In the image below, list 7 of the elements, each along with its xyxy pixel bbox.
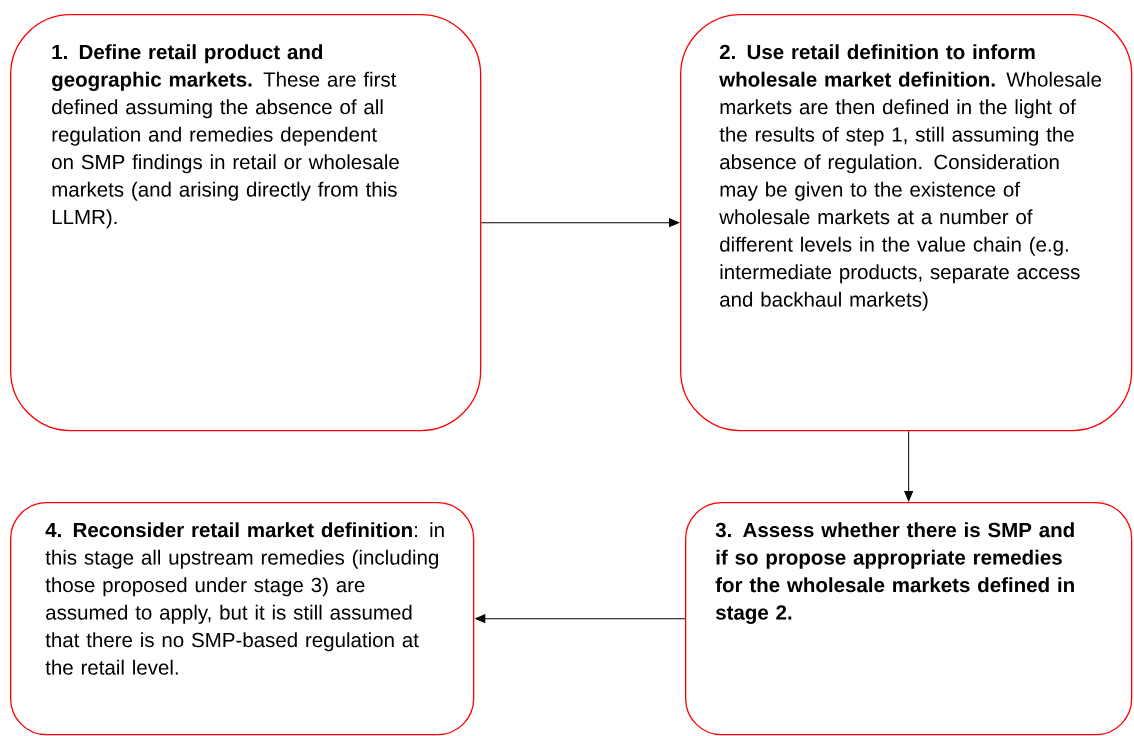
arrow — [480, 218, 680, 228]
process-box: 2. Use retail definition to inform wholesale market definition. Wholesale markets are then defined in the light of the results of step 1, still assuming the absence of regulation. Consideration may be given to the existence of wholesale markets at a number of different levels in the value chain (e.g. intermediate products, separate access and backhaul markets) — [680, 14, 1133, 432]
process-box: 3. Assess whether there is SMP and if so propose appropriate remedies for the wholesale markets defined in stage 2. — [685, 502, 1133, 736]
arrow — [904, 430, 914, 502]
process-box: 4. Reconsider retail market definition: in this stage all upstream remedies (including those proposed under stage 3) are assumed to apply, but it is still assumed that there is no SMP-based regulation at the retail level. — [10, 502, 475, 736]
process-box: 1. Define retail product and geographic markets. These are first defined assuming the absence of all regulation and remedies dependent on SMP findings in retail or wholesale markets (and arising directly from this LLMR). — [10, 14, 482, 432]
arrow — [475, 614, 686, 624]
